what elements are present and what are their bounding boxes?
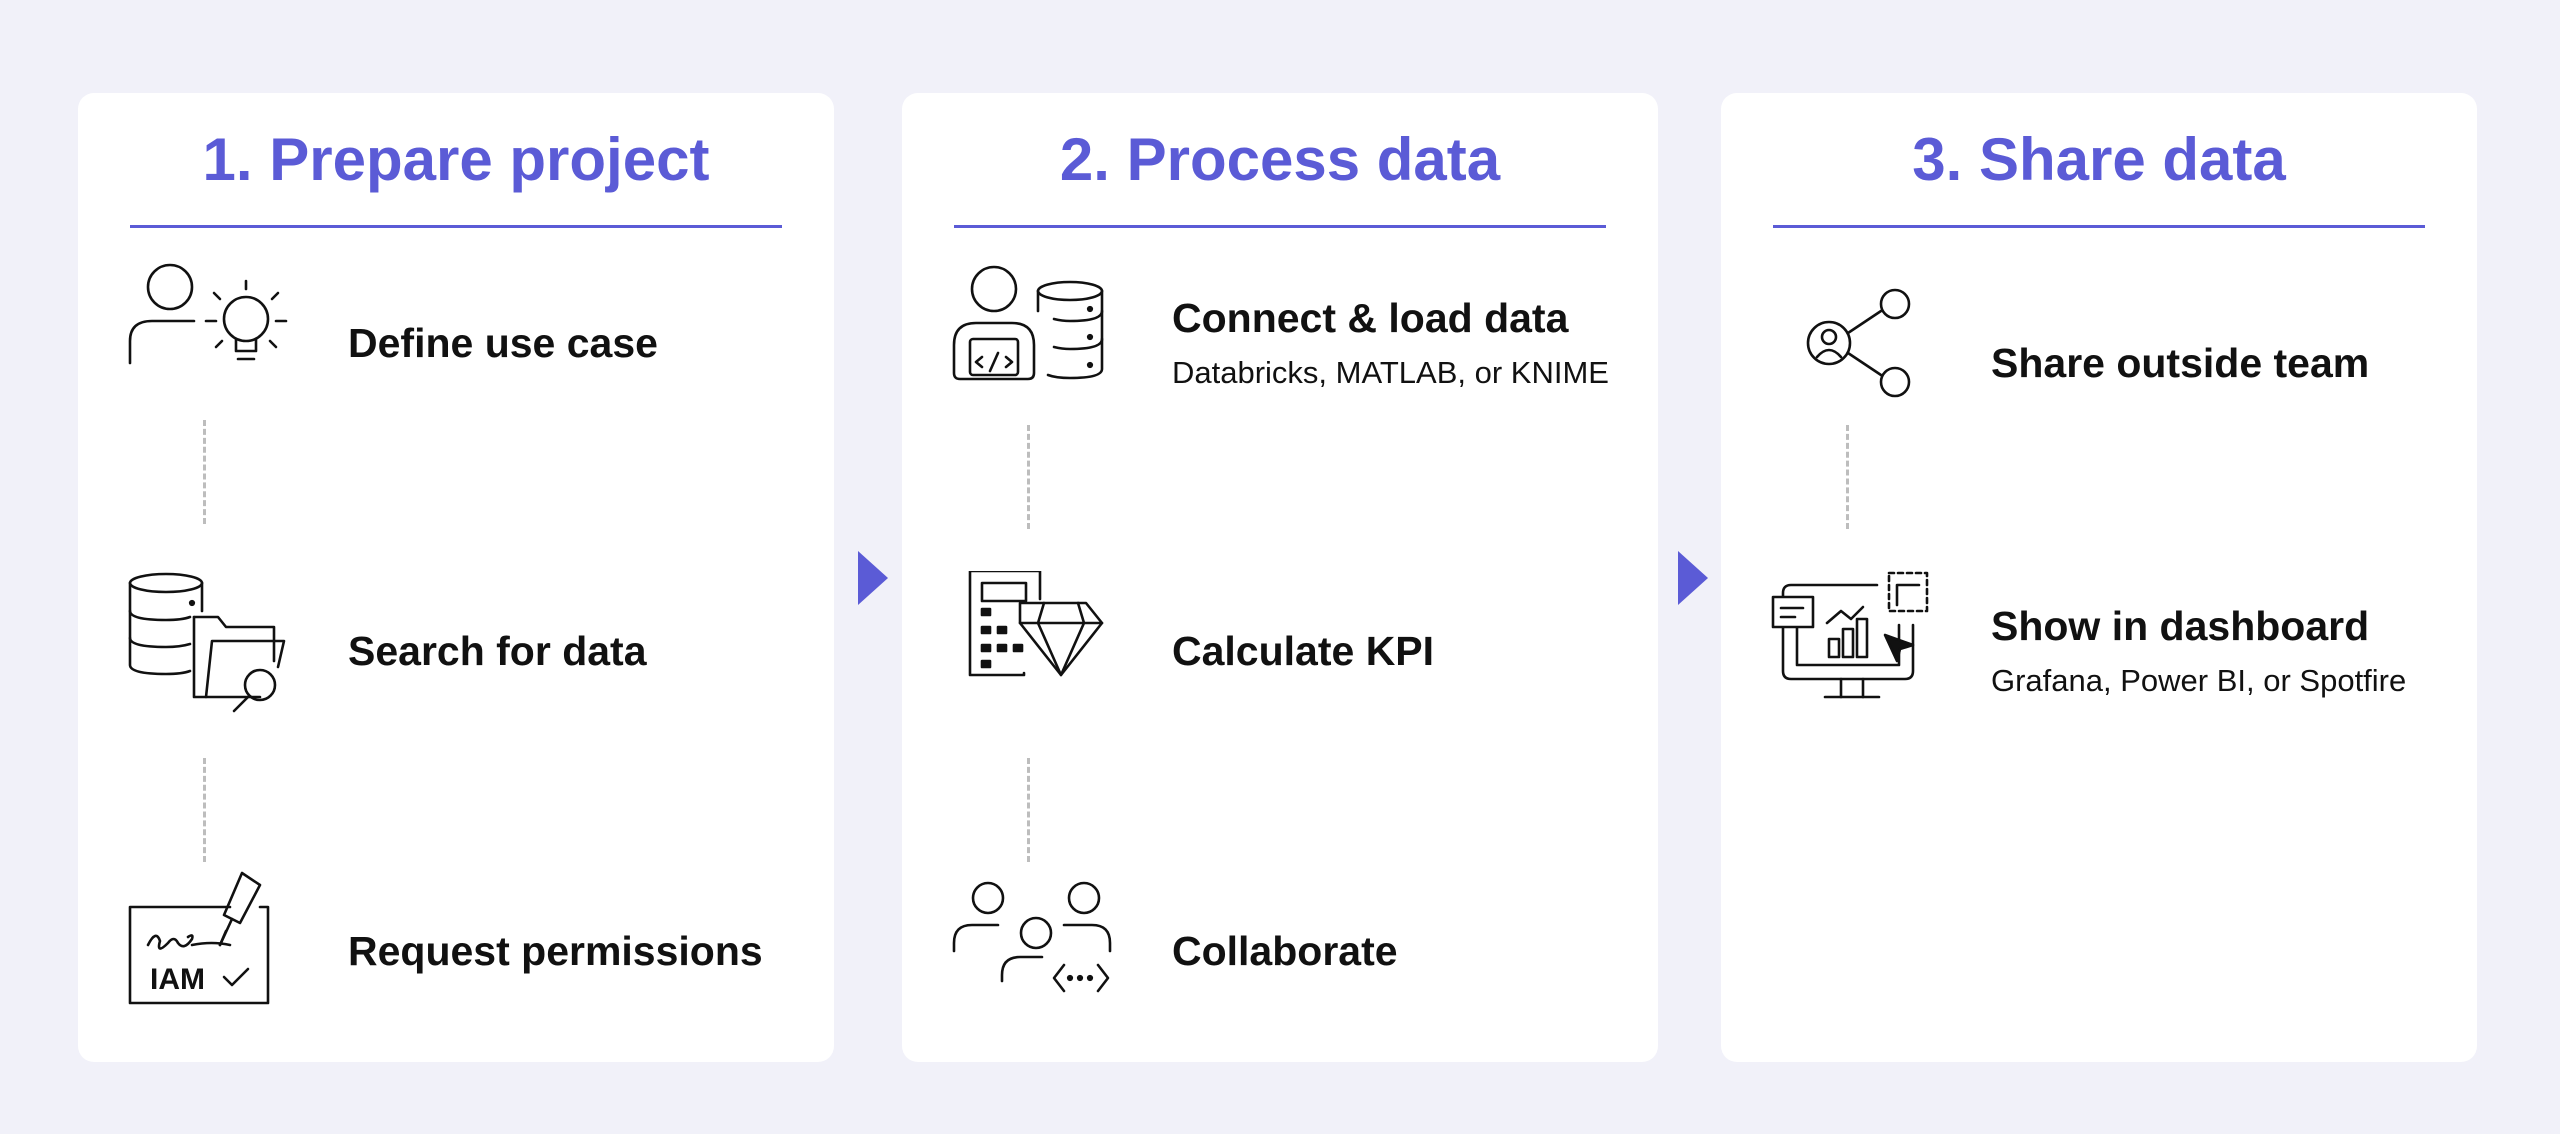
title-divider bbox=[1773, 225, 2425, 228]
signature-iam-icon: IAM bbox=[128, 871, 288, 1031]
step-connector bbox=[203, 420, 206, 524]
card-title: 3. Share data bbox=[1912, 126, 2286, 193]
step-label: Define use case bbox=[348, 320, 658, 366]
step-tools: Grafana, Power BI, or Spotfire bbox=[1991, 663, 2407, 698]
card-title: 2. Process data bbox=[1059, 126, 1501, 193]
developer-database-icon bbox=[952, 263, 1112, 423]
step-calculate-kpi: Calculate KPI bbox=[902, 571, 1658, 731]
step-label: Search for data bbox=[348, 628, 647, 674]
step-tools: Databricks, MATLAB, or KNIME bbox=[1172, 355, 1609, 390]
step-search-for-data: Search for data bbox=[78, 571, 834, 731]
team-code-icon bbox=[952, 871, 1112, 1031]
step-label: Connect & load data bbox=[1172, 295, 1569, 341]
step-label: Collaborate bbox=[1172, 928, 1398, 974]
step-share-outside-team: Share outside team bbox=[1721, 283, 2477, 443]
title-divider bbox=[130, 225, 782, 228]
svg-text:IAM: IAM bbox=[150, 963, 205, 996]
title-divider bbox=[954, 225, 1606, 228]
step-label: Show in dashboard bbox=[1991, 603, 2370, 649]
card-title: 1. Prepare project bbox=[202, 126, 710, 193]
share-user-icon bbox=[1771, 283, 1931, 443]
step-label: Calculate KPI bbox=[1172, 628, 1435, 674]
step-connector bbox=[203, 758, 206, 862]
calculator-diamond-icon bbox=[952, 571, 1112, 731]
flow-arrow bbox=[1678, 551, 1708, 605]
dashboard-monitor-icon bbox=[1771, 571, 1931, 731]
step-define-use-case: Define use case bbox=[78, 263, 834, 423]
step-connector bbox=[1027, 758, 1030, 862]
flow-arrow bbox=[858, 551, 888, 605]
step-collaborate: Collaborate bbox=[902, 871, 1658, 1031]
step-connector bbox=[1027, 425, 1030, 529]
person-lightbulb-icon bbox=[128, 263, 288, 423]
step-request-permissions: IAM Request permissions bbox=[78, 871, 834, 1031]
card-process-data: 2. Process data Connect & load d bbox=[902, 93, 1658, 1062]
step-label: Share outside team bbox=[1991, 340, 2370, 386]
card-share-data: 3. Share data Share outside team bbox=[1721, 93, 2477, 1062]
step-show-in-dashboard: Show in dashboard Grafana, Power BI, or … bbox=[1721, 571, 2477, 731]
step-connect-load-data: Connect & load data Databricks, MATLAB, … bbox=[902, 263, 1658, 423]
database-folder-search-icon bbox=[128, 571, 288, 731]
step-connector bbox=[1846, 425, 1849, 529]
step-label: Request permissions bbox=[348, 928, 763, 974]
card-prepare-project: 1. Prepare project Define use case bbox=[78, 93, 834, 1062]
